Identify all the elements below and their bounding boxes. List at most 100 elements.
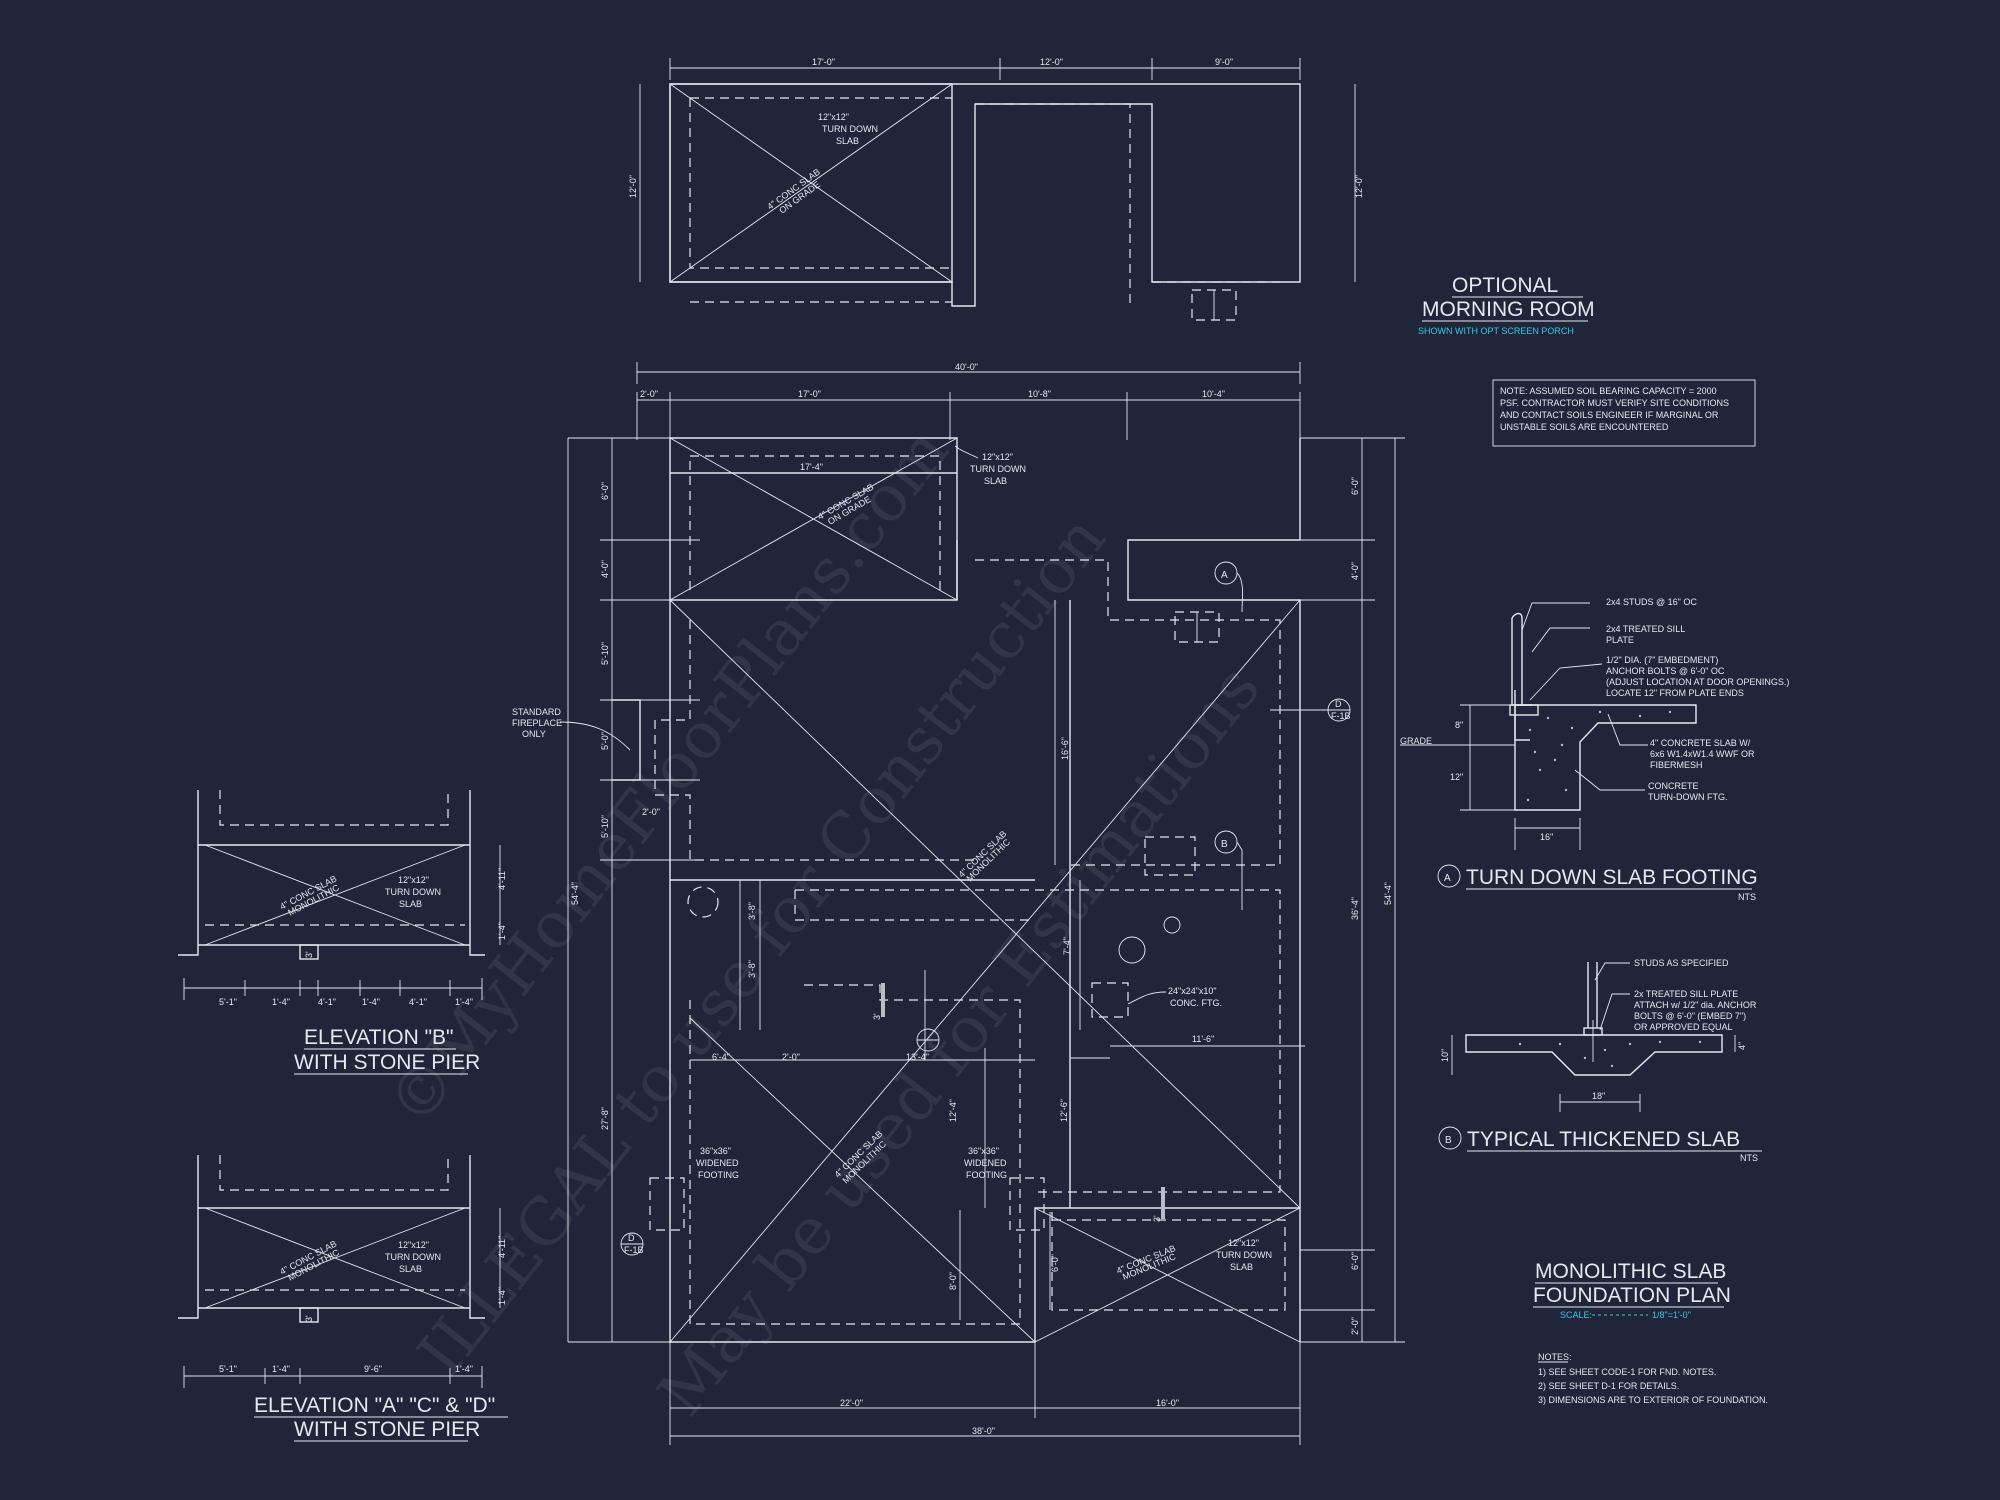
concrete-stipple-b [1518, 1040, 1702, 1068]
detail-a-note-6: (ADJUST LOCATION AT DOOR OPENINGS.) [1606, 677, 1789, 687]
callout-b: B [1221, 839, 1228, 850]
note-item-1: 1) SEE SHEET CODE-1 FOR FND. NOTES. [1538, 1367, 1716, 1377]
widened-right-2: WIDENED [964, 1158, 1007, 1168]
note-line-1: NOTE: ASSUMED SOIL BEARING CAPACITY = 20… [1500, 386, 1717, 396]
top-slab-label-3: SLAB [836, 136, 859, 146]
detail-b-note-3: ATTACH w/ 1/2" dia. ANCHOR [1634, 1000, 1757, 1010]
detail-a-turn-down-slab: GRADE 8" 12" 16" 2x4 STUDS @ 16" OC 2x4 … [1400, 597, 1789, 902]
porch-turn-down-3: SLAB [1230, 1262, 1253, 1272]
elev-b-dim-8: 1'-4" [497, 922, 507, 940]
optional-subtitle: SHOWN WITH OPT SCREEN PORCH [1418, 326, 1574, 336]
elev-acd-slab-1: 12"x12" [398, 1240, 429, 1250]
plan-title-2: FOUNDATION PLAN [1533, 1284, 1731, 1307]
top-dim-3: 9'-0" [1215, 57, 1233, 67]
elev-acd-dim-2: 1'-4" [272, 1364, 290, 1374]
detail-a-note-7: LOCATE 12" FROM PLATE ENDS [1606, 688, 1744, 698]
elev-b-slab-1: 12"x12" [398, 875, 429, 885]
fireplace-label-3: ONLY [522, 729, 546, 739]
detail-a-note-12: TURN-DOWN FTG. [1648, 792, 1727, 802]
porch-turn-down-1: 12"x12" [1228, 1238, 1259, 1248]
right-dim-2: 4'-0" [1350, 562, 1360, 580]
detail-a-note-1: 2x4 STUDS @ 16" OC [1606, 597, 1697, 607]
detail-b-note-2: 2x TREATED SILL PLATE [1634, 989, 1738, 999]
note-item-2: 2) SEE SHEET D-1 FOR DETAILS. [1538, 1381, 1679, 1391]
right-dim-3: 36'-4" [1350, 897, 1360, 920]
overall-bottom-dim: 38'-0" [972, 1426, 995, 1436]
optional-title-1: OPTIONAL [1452, 274, 1558, 297]
overall-top-dim: 40'-0" [955, 362, 978, 372]
detail-b-note-1: STUDS AS SPECIFIED [1634, 958, 1729, 968]
top-dim-1: 17'-0" [812, 57, 835, 67]
detail-a-dim-2: 12" [1450, 772, 1463, 782]
elev-acd-dim-4: 1'-4" [455, 1364, 473, 1374]
detail-a-dim-3: 16" [1540, 832, 1553, 842]
callout-d-1-sub: F-1B [1331, 711, 1351, 721]
main-turn-down-1: 12"x12" [982, 452, 1013, 462]
inner-dim-8: 2'-0" [782, 1052, 800, 1062]
fireplace-label-1: STANDARD [512, 707, 561, 717]
detail-a-note-10: FIBERMESH [1650, 760, 1703, 770]
porch-turn-down-2: TURN DOWN [1216, 1250, 1272, 1260]
note-line-3: AND CONTACT SOILS ENGINEER IF MARGINAL O… [1500, 410, 1719, 420]
elev-b-slab-2: TURN DOWN [385, 887, 441, 897]
inner-dim-3: 3'-8" [747, 902, 757, 920]
callout-d-2: D [628, 1233, 635, 1243]
inner-dim-5: 7'-4" [1062, 937, 1072, 955]
note-line-4: UNSTABLE SOILS ARE ENCOUNTERED [1500, 422, 1669, 432]
bottom-dim-2: 16'-0" [1156, 1398, 1179, 1408]
inner-dim-10: 12'-4" [948, 1099, 958, 1122]
inner-dim-7: 6'-4" [712, 1052, 730, 1062]
elev-acd-dim-5: 4'-11" [497, 1236, 507, 1258]
widened-right-3: FOOTING [966, 1170, 1007, 1180]
callout-d-2-sub: F-1B [624, 1245, 644, 1255]
left-dim-5: 5'-10" [600, 815, 610, 838]
top-dim-c: 10'-8" [1028, 389, 1051, 399]
general-notes: NOTES: 1) SEE SHEET CODE-1 FOR FND. NOTE… [1538, 1352, 1768, 1405]
inner-dim-9: 13'-4" [906, 1052, 929, 1062]
detail-a-scale: NTS [1738, 892, 1756, 902]
main-turn-down-3: SLAB [984, 476, 1007, 486]
elev-acd-dim-3: 9'-6" [364, 1364, 382, 1374]
callout-d-1: D [1335, 699, 1342, 709]
inner-dim-2: 16'-6" [1060, 737, 1070, 760]
inner-dim-15: 3' [1152, 1215, 1162, 1222]
detail-a-note-3: PLATE [1606, 635, 1634, 645]
elev-acd-dim-6: 1'-4" [497, 1287, 507, 1305]
inner-dim-13: 6'-0" [1050, 1254, 1060, 1272]
callout-a: A [1221, 570, 1228, 581]
soil-note-box: NOTE: ASSUMED SOIL BEARING CAPACITY = 20… [1492, 379, 1756, 447]
elev-b-dim-4: 1'-4" [362, 997, 380, 1007]
optional-title-2: MORNING ROOM [1422, 298, 1595, 321]
note-item-3: 3) DIMENSIONS ARE TO EXTERIOR OF FOUNDAT… [1538, 1395, 1768, 1405]
plan-title-1: MONOLITHIC SLAB [1535, 1260, 1726, 1283]
fireplace-label-2: FIREPLACE [512, 718, 562, 728]
inner-dim-6: 11'-6" [1192, 1034, 1214, 1044]
widened-right-1: 36"x36" [968, 1146, 999, 1156]
detail-a-note-4: 1/2" DIA. (7" EMBEDMENT) [1606, 655, 1718, 665]
detail-a-dim-1: 8" [1455, 720, 1463, 730]
top-right-dim: 12'-0" [1354, 175, 1364, 198]
right-dim-5: 2'-0" [1350, 1317, 1360, 1335]
inner-dim-12: 8'-0" [948, 1272, 958, 1290]
right-dim-overall: 54'-4" [1383, 882, 1393, 905]
left-dim-2: 4'-0" [600, 560, 610, 578]
top-dim-2: 12'-0" [1040, 57, 1063, 67]
elev-acd-dim-7: 3' [304, 1315, 314, 1322]
elev-b-title-2: WITH STONE PIER [294, 1051, 480, 1074]
inner-dim-14: 3' [872, 1013, 882, 1020]
concrete-stipple [1526, 710, 1672, 802]
main-foundation-plan: 40'-0" 2'-0" 17'-0" 10'-8" 10'-4" 6'-0" … [512, 362, 1405, 1445]
plan-scale-label: SCALE: [1560, 1310, 1592, 1320]
right-dim-4: 6'-0" [1350, 1252, 1360, 1270]
detail-a-note-2: 2x4 TREATED SILL [1606, 624, 1685, 634]
detail-a-note-8: 4" CONCRETE SLAB W/ [1650, 738, 1751, 748]
inner-dim-4: 3'-8" [747, 960, 757, 978]
elev-b-dim-9: 3' [304, 951, 314, 958]
left-dim-6: 27'-8" [600, 1107, 610, 1130]
detail-b-note-4: BOLTS @ 6'-0" (EMBED 7") [1634, 1011, 1746, 1021]
detail-a-letter: A [1444, 873, 1451, 884]
top-dim-b: 17'-0" [798, 389, 821, 399]
top-dim-d: 10'-4" [1202, 389, 1225, 399]
ftg-label-2: CONC. FTG. [1170, 998, 1222, 1008]
watermark: ©MyHomeFloorPlans.com ILLEGAL to use for… [374, 415, 1274, 1430]
